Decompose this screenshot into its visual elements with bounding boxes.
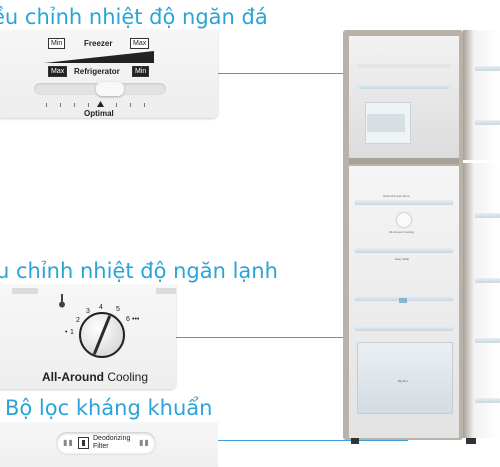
- filter-label-line1: Deodorizing: [93, 435, 131, 442]
- fridge-divider: [349, 158, 459, 164]
- freezer-vent: [357, 64, 451, 68]
- egg-label: Easy Slide: [395, 257, 410, 261]
- dial-number-1: 1: [70, 329, 74, 336]
- refrigerator-label: Refrigerator: [74, 67, 120, 76]
- fridge-door[interactable]: [463, 163, 500, 438]
- scale-tick: [46, 103, 47, 107]
- refrigerator-compartment: Optimal Fresh Zone All-Around Cooling Ea…: [349, 166, 459, 438]
- crisper-drawer[interactable]: Big Box: [357, 342, 453, 414]
- dial-star-1: •: [65, 329, 68, 336]
- dial-caption-bold: All-Around: [42, 370, 104, 384]
- panel-slot: [12, 288, 38, 294]
- freezer-shelf: [359, 84, 449, 89]
- filter-badge: ▮▮ Deodorizing Filter ▮▮: [56, 432, 156, 454]
- freezer-slider-track[interactable]: [34, 82, 166, 96]
- filter-icon: [78, 437, 89, 449]
- fridge-foot: [351, 438, 359, 444]
- interior-dial[interactable]: [397, 213, 411, 227]
- scale-tick: [130, 103, 131, 107]
- filter-panel: ▮▮ Deodorizing Filter ▮▮: [0, 422, 218, 467]
- freezer-slider-knob[interactable]: [96, 82, 124, 96]
- freezer-door[interactable]: [463, 30, 500, 160]
- panel-slot: [156, 288, 176, 294]
- optimal-marker-icon: [97, 101, 104, 107]
- dial-number-2: 2: [76, 317, 80, 324]
- scale-tick: [144, 103, 145, 107]
- freezer-compartment: [349, 36, 459, 158]
- freezer-min-tag: Min: [48, 38, 66, 49]
- dial-caption: All-Around Cooling: [42, 370, 148, 384]
- dial-number-3: 3: [86, 308, 90, 315]
- fridge-shelf: [355, 200, 453, 205]
- refrigerator-max-tag: Max: [48, 66, 68, 77]
- door-bin: [475, 338, 500, 343]
- filter-connector-line: [218, 440, 408, 441]
- fridge-connector-line: [176, 337, 406, 338]
- door-bin: [475, 120, 500, 125]
- optimal-label: Optimal: [84, 109, 114, 118]
- dial-star-6: •••: [132, 316, 140, 323]
- fresh-zone-label: Optimal Fresh Zone: [383, 194, 410, 198]
- antibacterial-filter-heading: Bộ lọc kháng khuẩn: [5, 396, 213, 420]
- scale-tick: [88, 103, 89, 107]
- scale-tick: [74, 103, 75, 107]
- thermometer-icon: [59, 294, 65, 308]
- badge-dots: ▮▮: [139, 438, 150, 447]
- freezer-temperature-heading: ều chỉnh nhiệt độ ngăn đá: [0, 5, 268, 29]
- fridge-shelf: [355, 248, 453, 253]
- dial-number-4: 4: [99, 304, 103, 311]
- freezer-control-panel: Min Freezer Max Max Refrigerator Min Opt…: [0, 30, 218, 118]
- door-bin: [475, 213, 500, 218]
- freezer-connector-line: [218, 73, 378, 74]
- shelf-clip: [399, 298, 407, 303]
- door-bin: [475, 278, 500, 283]
- filter-label-line2: Filter: [93, 443, 109, 450]
- fridge-dial-panel: • 1 2 3 4 5 6 ••• All-Around Cooling: [0, 285, 176, 389]
- dial-number-5: 5: [116, 306, 120, 313]
- fridge-temperature-heading: u chỉnh nhiệt độ ngăn lạnh: [0, 259, 278, 283]
- multi-flow-label: All-Around Cooling: [389, 230, 415, 234]
- dial-number-6: 6: [126, 316, 130, 323]
- freezer-max-tag: Max: [130, 38, 150, 49]
- refrigerator-min-tag: Min: [132, 66, 150, 77]
- veg-label: Big Box: [398, 379, 409, 383]
- door-bin: [475, 398, 500, 403]
- fridge-foot: [466, 438, 476, 444]
- dial-caption-regular: Cooling: [104, 370, 149, 384]
- temperature-dial-knob[interactable]: [78, 311, 126, 359]
- freezer-label: Freezer: [84, 39, 113, 48]
- fridge-shelf: [355, 326, 453, 331]
- temperature-wedge-indicator: [44, 51, 154, 63]
- door-bin: [475, 66, 500, 71]
- ice-tray: [367, 114, 405, 132]
- badge-dots: ▮▮: [63, 438, 74, 447]
- scale-tick: [60, 103, 61, 107]
- scale-tick: [116, 103, 117, 107]
